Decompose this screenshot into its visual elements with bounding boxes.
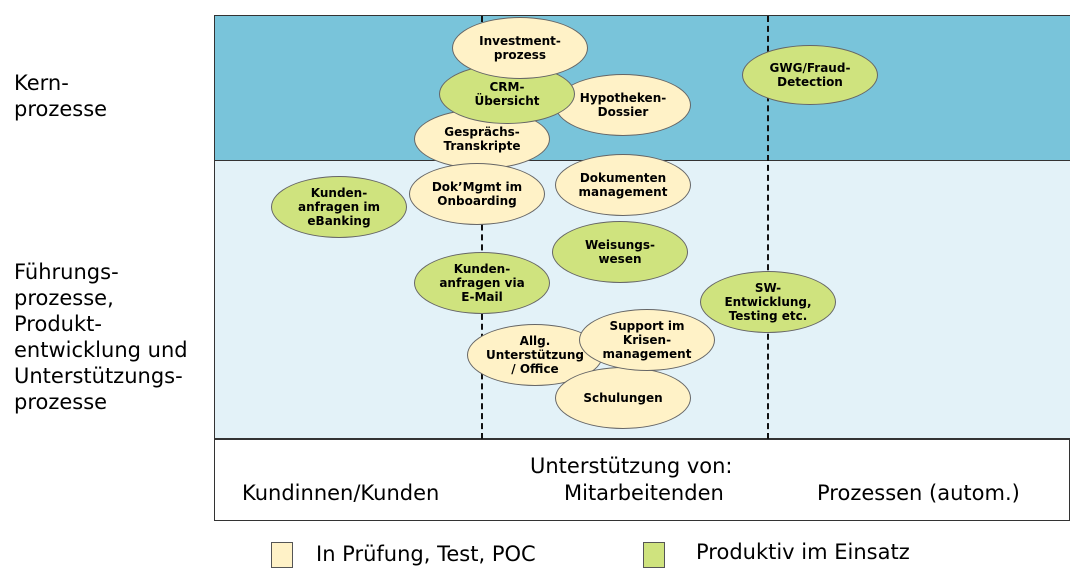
legend-swatch-prod [643, 542, 665, 568]
bubble-support-krisenmanagement: Support im Krisen- management [579, 309, 715, 371]
bubble-dokumentenmanagement: Dokumenten management [555, 154, 691, 216]
column-divider-1 [481, 16, 483, 439]
axis-header: Unterstützung von: [530, 454, 733, 478]
axis-column-employees: Mitarbeitenden [564, 481, 724, 505]
bubble-hypotheken-dossier: Hypotheken- Dossier [555, 74, 691, 136]
axis-column-customers: Kundinnen/Kunden [242, 481, 440, 505]
row-label-support: Führungs- prozesse, Produkt- entwicklung… [14, 260, 188, 414]
bubble-kundenanfragen-ebanking: Kunden- anfragen im eBanking [271, 176, 407, 238]
legend-label-test: In Prüfung, Test, POC [316, 542, 536, 566]
legend-swatch-test [271, 542, 293, 568]
legend-label-prod: Produktiv im Einsatz [696, 540, 910, 564]
bubble-weisungswesen: Weisungs- wesen [552, 221, 688, 283]
row-label-core: Kern- prozesse [14, 71, 108, 121]
axis-column-processes: Prozessen (autom.) [817, 481, 1020, 505]
bubble-kundenanfragen-email: Kunden- anfragen via E-Mail [414, 252, 550, 314]
bubble-sw-entwicklung: SW- Entwicklung, Testing etc. [700, 271, 836, 333]
bubble-schulungen: Schulungen [555, 367, 691, 429]
bubble-investmentprozess: Investment- prozess [452, 17, 588, 79]
bubble-gwg-fraud-detection: GWG/Fraud- Detection [742, 45, 878, 105]
column-divider-2 [767, 16, 769, 439]
bubble-dokmgmt-onboarding: Dok’Mgmt im Onboarding [409, 163, 545, 225]
